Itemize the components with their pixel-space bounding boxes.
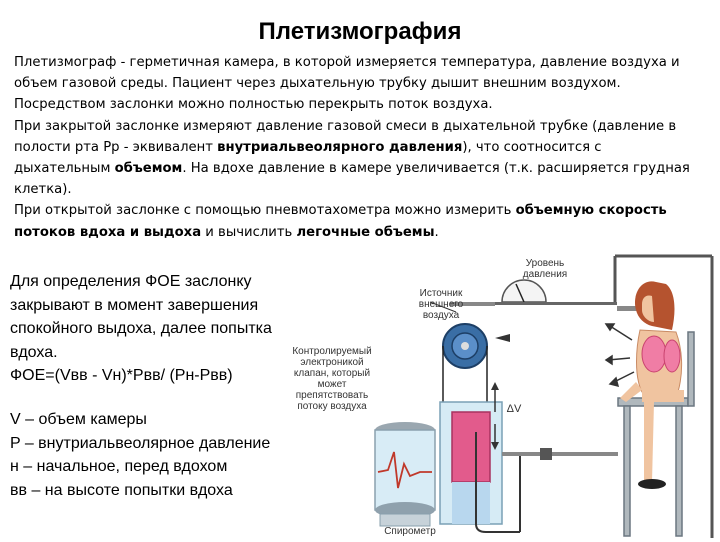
- label-source-line-1: Источник: [419, 288, 463, 299]
- legend-vv: вв – на высоте попытки вдоха: [10, 481, 233, 499]
- chamber-frame: [613, 254, 714, 538]
- chamber-pipe-icon: [502, 448, 618, 460]
- patient-icon: [620, 281, 684, 489]
- breathing-tube-icon: [617, 306, 645, 311]
- label-valve-line-3: клапан, который: [293, 368, 371, 379]
- foe-formula: ФОЕ=(Vвв - Vн)*Pвв/ (Pн-Pвв): [10, 367, 233, 385]
- p3-text: При открытой заслонке с помощью пневмота…: [14, 203, 516, 219]
- label-pressure-line-1: Уровень: [525, 258, 565, 269]
- p2-text: При закрытой заслонке измеряют давление …: [14, 118, 677, 155]
- legend-p: P – внутриальвеолярное давление: [10, 434, 271, 452]
- foe-text: Для определения ФОЕ заслонку закрывают в…: [10, 273, 272, 361]
- label-valve-line-1: Контролируемый: [292, 346, 372, 357]
- p2-bold: внутриальвеолярного давления: [217, 139, 463, 155]
- label-pressure-level: Уровень давления: [510, 258, 580, 280]
- flow-arrows-icon: [604, 323, 635, 388]
- bell-spirometer-icon: [439, 401, 521, 533]
- intro-paragraph-3: При открытой заслонке с помощью пневмота…: [14, 200, 702, 242]
- valve-arrow-icon: [495, 334, 510, 342]
- label-source-line-2: внешнего: [418, 299, 464, 310]
- foe-explanation: Для определения ФОЕ заслонку закрывают в…: [10, 270, 282, 502]
- intro-paragraph-2: При закрытой заслонке измеряют давление …: [14, 116, 702, 201]
- p2-text-end: . На вдохе давление в камере увеличивает…: [14, 161, 690, 198]
- air-source-tube-icon: [429, 301, 495, 313]
- plethysmograph-diagram: [374, 254, 714, 538]
- p3-text-end: .: [434, 224, 439, 240]
- label-delta-v: ΔV: [506, 403, 522, 415]
- legend-n: н – начальное, перед вдохом: [10, 458, 228, 476]
- label-valve-line-4: может: [317, 379, 347, 390]
- label-spirometer: Спирометр: [384, 526, 436, 537]
- intro-paragraph-1: Плетизмограф - герметичная камера, в кот…: [14, 55, 680, 113]
- p2-bold-2: объемом: [114, 161, 183, 177]
- plethysmograph-figure: Уровень давления Источник внешнего возду…: [280, 252, 716, 538]
- label-source-line-3: воздуха: [422, 310, 460, 321]
- legend-v: V – объем камеры: [10, 410, 147, 428]
- p3-text-mid: и вычислить: [201, 224, 297, 240]
- label-valve-line-5: препятствовать: [295, 390, 369, 401]
- spirometer-drum-icon: [374, 422, 436, 527]
- p3-bold: объемную скорость потоков вдоха и выдоха: [14, 203, 667, 240]
- pressure-gauge-icon: [492, 279, 617, 305]
- label-pressure-line-2: давления: [522, 269, 568, 280]
- label-valve-line-2: электроникой: [300, 357, 364, 368]
- p3-bold-2: легочные объемы: [296, 224, 435, 240]
- label-valve-line-6: потоку воздуха: [297, 401, 367, 412]
- p2-text-mid: ), что соотносится с дыхательным: [14, 139, 602, 177]
- label-valve: Контролируемый электроникой клапан, кото…: [282, 346, 382, 412]
- label-air-source: Источник внешнего воздуха: [406, 288, 476, 321]
- delta-v-arrows-icon: [491, 382, 499, 450]
- page-title: Плетизмография: [258, 18, 462, 45]
- intro-text: Плетизмограф - герметичная камера, в кот…: [14, 52, 702, 243]
